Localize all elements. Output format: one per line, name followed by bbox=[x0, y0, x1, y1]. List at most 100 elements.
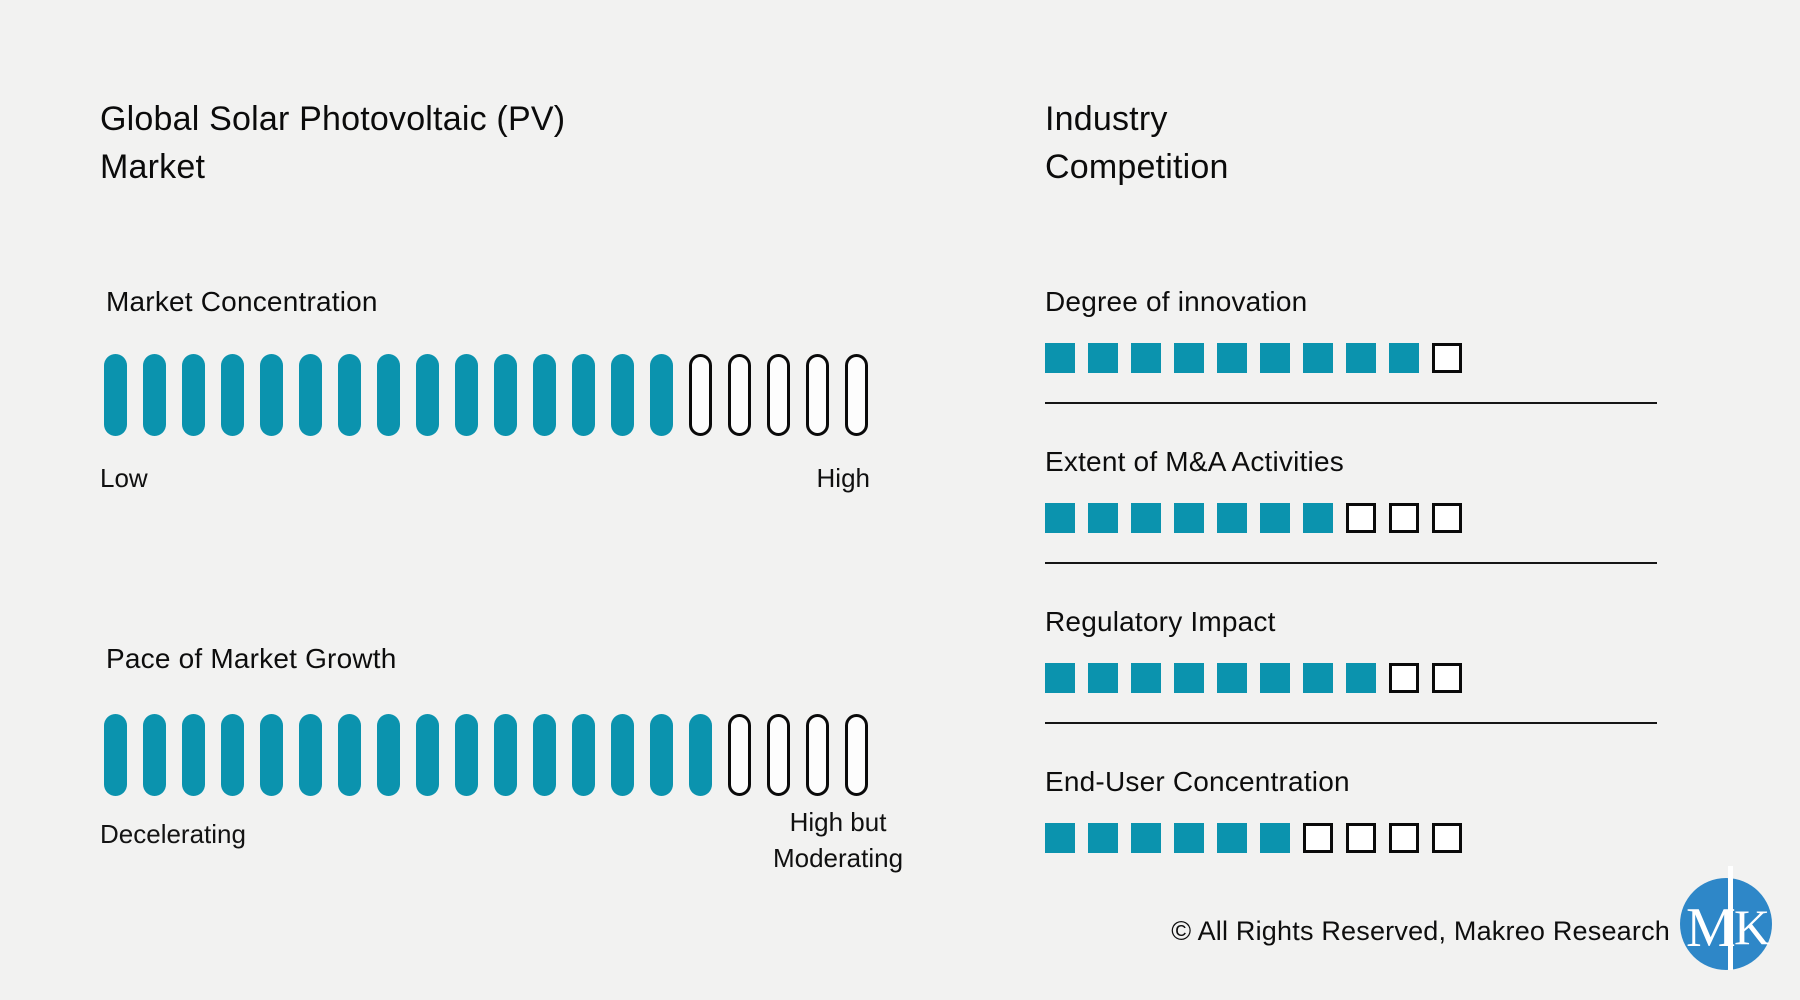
square-filled bbox=[1174, 663, 1204, 693]
degree-of-innovation-heading: Degree of innovation bbox=[1045, 286, 1308, 317]
square-filled bbox=[1131, 343, 1161, 373]
square-filled bbox=[1346, 343, 1376, 373]
square-filled bbox=[1260, 343, 1290, 373]
square-filled bbox=[1174, 823, 1204, 853]
square-filled bbox=[1346, 663, 1376, 693]
scale-label-high: High bbox=[816, 463, 870, 493]
regulatory-impact-meter bbox=[1045, 663, 1462, 693]
pill-filled bbox=[494, 714, 517, 796]
square-filled bbox=[1088, 343, 1118, 373]
pill-empty bbox=[728, 714, 751, 796]
square-filled bbox=[1045, 343, 1075, 373]
market-concentration-heading: Market Concentration bbox=[106, 286, 378, 317]
square-filled bbox=[1260, 823, 1290, 853]
square-filled bbox=[1303, 503, 1333, 533]
square-filled bbox=[1174, 343, 1204, 373]
square-filled bbox=[1131, 503, 1161, 533]
scale-label-high-but-moderating: High but Moderating bbox=[772, 807, 904, 873]
pill-empty bbox=[806, 354, 829, 436]
square-filled bbox=[1217, 503, 1247, 533]
square-filled bbox=[1303, 343, 1333, 373]
pill-filled bbox=[338, 354, 361, 436]
square-filled bbox=[1088, 823, 1118, 853]
pill-filled bbox=[182, 714, 205, 796]
section-divider bbox=[1045, 402, 1657, 404]
square-filled bbox=[1260, 503, 1290, 533]
pill-filled bbox=[416, 354, 439, 436]
pill-filled bbox=[299, 354, 322, 436]
square-empty bbox=[1432, 343, 1462, 373]
market-concentration-meter bbox=[104, 354, 868, 436]
square-filled bbox=[1131, 663, 1161, 693]
pill-filled bbox=[377, 354, 400, 436]
pill-filled bbox=[650, 354, 673, 436]
logo-circle bbox=[1680, 878, 1772, 970]
pill-filled bbox=[104, 354, 127, 436]
pill-filled bbox=[143, 714, 166, 796]
pill-filled bbox=[689, 714, 712, 796]
square-filled bbox=[1217, 343, 1247, 373]
pill-filled bbox=[533, 354, 556, 436]
square-filled bbox=[1088, 663, 1118, 693]
pill-empty bbox=[728, 354, 751, 436]
end-user-concentration-heading: End-User Concentration bbox=[1045, 766, 1350, 797]
pace-of-market-growth-meter bbox=[104, 714, 868, 796]
pill-filled bbox=[260, 354, 283, 436]
pill-filled bbox=[104, 714, 127, 796]
pill-filled bbox=[143, 354, 166, 436]
extent-of-ma-activities-heading: Extent of M&A Activities bbox=[1045, 446, 1344, 477]
scale-label-decelerating: Decelerating bbox=[100, 819, 246, 849]
left-panel-title: Global Solar Photovoltaic (PV) Market bbox=[100, 100, 566, 186]
square-filled bbox=[1045, 823, 1075, 853]
square-empty bbox=[1389, 663, 1419, 693]
pill-filled bbox=[299, 714, 322, 796]
pill-filled bbox=[572, 354, 595, 436]
square-filled bbox=[1045, 503, 1075, 533]
square-empty bbox=[1432, 663, 1462, 693]
square-empty bbox=[1432, 503, 1462, 533]
pill-filled bbox=[260, 714, 283, 796]
logo-k-stem bbox=[1728, 866, 1733, 970]
pill-filled bbox=[611, 354, 634, 436]
logo-letter-k: K bbox=[1734, 899, 1770, 955]
pill-filled bbox=[338, 714, 361, 796]
square-empty bbox=[1432, 823, 1462, 853]
pill-empty bbox=[845, 714, 868, 796]
square-empty bbox=[1346, 503, 1376, 533]
pill-empty bbox=[767, 714, 790, 796]
square-filled bbox=[1045, 663, 1075, 693]
logo-letter-m: M bbox=[1686, 897, 1736, 959]
square-empty bbox=[1389, 503, 1419, 533]
square-empty bbox=[1389, 823, 1419, 853]
square-filled bbox=[1131, 823, 1161, 853]
pace-of-market-growth-heading: Pace of Market Growth bbox=[106, 643, 397, 674]
market-concentration-scale: Low High bbox=[100, 460, 870, 496]
pill-empty bbox=[689, 354, 712, 436]
square-filled bbox=[1303, 663, 1333, 693]
section-divider bbox=[1045, 722, 1657, 724]
scale-label-low: Low bbox=[100, 463, 148, 493]
pill-filled bbox=[494, 354, 517, 436]
right-panel-title: Industry Competition bbox=[1045, 100, 1229, 186]
pill-filled bbox=[455, 714, 478, 796]
section-divider bbox=[1045, 562, 1657, 564]
square-empty bbox=[1346, 823, 1376, 853]
pill-filled bbox=[221, 354, 244, 436]
end-user-concentration-meter bbox=[1045, 823, 1462, 853]
pill-filled bbox=[533, 714, 556, 796]
makreo-logo-icon: M K bbox=[1680, 866, 1772, 970]
degree-of-innovation-meter bbox=[1045, 343, 1462, 373]
pill-empty bbox=[767, 354, 790, 436]
pill-filled bbox=[572, 714, 595, 796]
pill-filled bbox=[377, 714, 400, 796]
pill-filled bbox=[182, 354, 205, 436]
square-filled bbox=[1174, 503, 1204, 533]
pill-filled bbox=[650, 714, 673, 796]
extent-of-ma-activities-meter bbox=[1045, 503, 1462, 533]
pill-empty bbox=[806, 714, 829, 796]
square-filled bbox=[1088, 503, 1118, 533]
copyright-text: © All Rights Reserved, Makreo Research bbox=[1171, 916, 1670, 946]
pill-empty bbox=[845, 354, 868, 436]
square-filled bbox=[1217, 663, 1247, 693]
